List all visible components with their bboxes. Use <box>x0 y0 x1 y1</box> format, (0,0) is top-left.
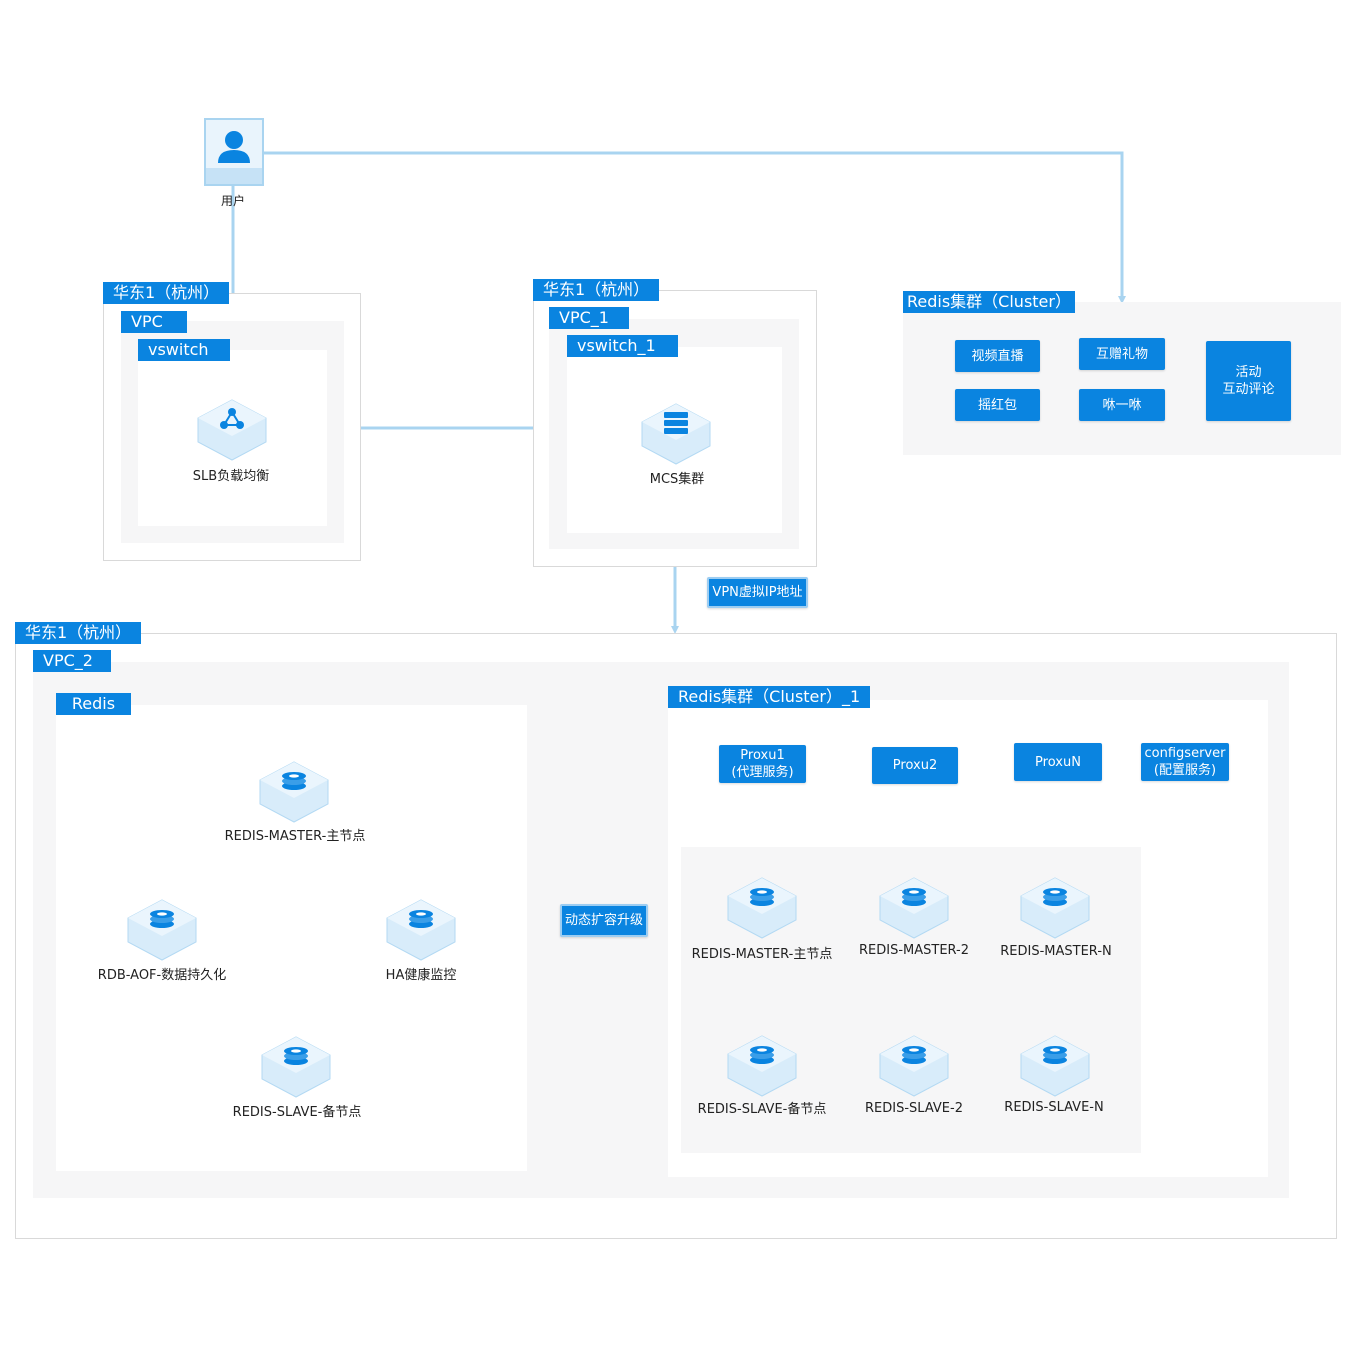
cluster-master-1-node-icon[interactable] <box>726 876 798 940</box>
redis-group-tag: Redis <box>56 693 131 715</box>
slb-node-icon[interactable] <box>196 398 268 462</box>
redis-slave-node-icon[interactable] <box>260 1035 332 1099</box>
configserver-button[interactable]: configserver (配置服务) <box>1141 743 1229 781</box>
proxy-1-button[interactable]: Proxu1 (代理服务) <box>719 745 806 783</box>
vpn-label: VPN虚拟IP地址 <box>707 577 808 608</box>
proxy-n-button[interactable]: ProxuN <box>1014 743 1102 781</box>
rdb-aof-node-icon[interactable] <box>126 898 198 962</box>
cluster-master-2-node-icon[interactable] <box>878 876 950 940</box>
ha-monitor-node-icon[interactable] <box>385 898 457 962</box>
mcs-node-icon[interactable] <box>640 402 712 466</box>
service-gift[interactable]: 互赠礼物 <box>1079 338 1165 370</box>
slb-node-label: SLB负载均衡 <box>192 469 270 484</box>
cluster-master-n-node-icon[interactable] <box>1019 876 1091 940</box>
cluster-slave-1-node-icon[interactable] <box>726 1034 798 1098</box>
cluster-slave-2-label: REDIS-SLAVE-2 <box>865 1101 963 1116</box>
person-icon <box>206 131 262 184</box>
mcs-vswitch-tag: vswitch_1 <box>567 335 678 357</box>
ha-monitor-label: HA健康监控 <box>385 968 457 983</box>
slb-vswitch-tag: vswitch <box>138 339 230 361</box>
user-label: 用户 <box>220 194 246 208</box>
bottom-region-tag: 华东1（杭州） <box>15 622 142 644</box>
cluster-slave-1-label: REDIS-SLAVE-备节点 <box>697 1102 827 1117</box>
slb-vpc-tag: VPC <box>121 311 187 333</box>
proxy-2-button[interactable]: Proxu2 <box>872 747 958 784</box>
cluster-slave-2-node-icon[interactable] <box>878 1034 950 1098</box>
vpc2-tag: VPC_2 <box>33 650 111 672</box>
redis-master-label: REDIS-MASTER-主节点 <box>224 829 366 844</box>
service-red-packet[interactable]: 摇红包 <box>955 389 1040 421</box>
slb-region-tag: 华东1（杭州） <box>103 282 230 304</box>
service-activity-comment[interactable]: 活动 互动评论 <box>1206 341 1291 421</box>
redis-master-node-icon[interactable] <box>258 760 330 824</box>
mcs-vpc-tag: VPC_1 <box>549 307 629 329</box>
mcs-node-label: MCS集群 <box>649 472 705 487</box>
cluster-master-1-label: REDIS-MASTER-主节点 <box>691 947 833 962</box>
service-video-live[interactable]: 视频直播 <box>955 340 1040 372</box>
scale-label: 动态扩容升级 <box>560 904 648 937</box>
cluster1-tag: Redis集群（Cluster）_1 <box>668 686 871 708</box>
mcs-region-tag: 华东1（杭州） <box>533 279 660 301</box>
cluster-slave-n-label: REDIS-SLAVE-N <box>1004 1100 1104 1115</box>
service-shake[interactable]: 咻一咻 <box>1079 389 1165 421</box>
rdb-aof-label: RDB-AOF-数据持久化 <box>97 968 227 983</box>
redis-slave-label: REDIS-SLAVE-备节点 <box>232 1105 362 1120</box>
user-icon[interactable] <box>204 118 264 186</box>
cluster-master-2-label: REDIS-MASTER-2 <box>858 943 970 958</box>
redis-cluster-top-tag: Redis集群（Cluster） <box>903 291 1075 313</box>
cluster-master-n-label: REDIS-MASTER-N <box>1000 944 1112 959</box>
cluster-slave-n-node-icon[interactable] <box>1019 1034 1091 1098</box>
